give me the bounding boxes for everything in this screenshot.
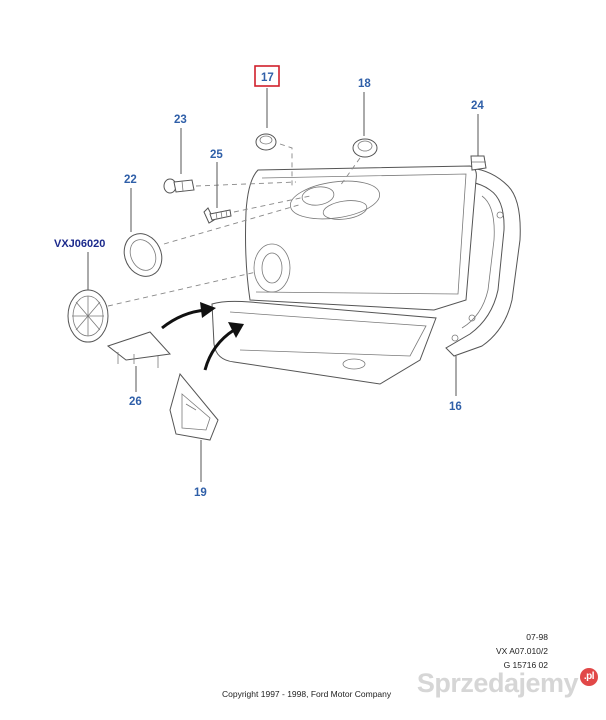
callout-vxj06020: VXJ06020 (54, 238, 105, 250)
copyright-notice: Copyright 1997 - 1998, Ford Motor Compan… (222, 689, 392, 699)
callout-23: 23 (174, 114, 187, 126)
highlight-box (254, 65, 280, 87)
drawing-number: G 15716 02 (503, 660, 548, 670)
callout-25: 25 (210, 149, 223, 161)
map-pocket-panel (211, 300, 437, 385)
callout-18: 18 (358, 78, 371, 90)
part-25-screw (203, 162, 311, 224)
speaker-grille (67, 252, 257, 343)
speaker-recess (253, 243, 291, 293)
part-18-plug (339, 92, 378, 187)
part-26-trim-cap (106, 331, 172, 392)
drawing-reference: VX A07.010/2 (496, 646, 548, 656)
callout-24: 24 (471, 100, 484, 112)
door-inner-panel (445, 167, 521, 357)
watermark-badge: .pl (580, 668, 598, 686)
handle-bezel-recess (289, 180, 381, 220)
callout-22: 22 (124, 174, 137, 186)
part-17-clip (254, 65, 293, 186)
callout-16: 16 (449, 401, 462, 413)
door-trim-panel (245, 165, 477, 311)
installation-arrows (161, 302, 244, 371)
part-22-handle-bezel (123, 188, 303, 277)
drawing-date: 07-98 (526, 632, 548, 642)
part-19-mirror-trim (169, 372, 219, 482)
callout-17: 17 (261, 72, 274, 84)
callout-26: 26 (129, 396, 142, 408)
part-23-push-pin (163, 128, 297, 194)
callout-19: 19 (194, 487, 207, 499)
watermark-text: Sprzedajemy (416, 668, 579, 698)
part-24-clip (470, 114, 487, 171)
watermark-logo: Sprzedajemy.pl (417, 668, 598, 699)
